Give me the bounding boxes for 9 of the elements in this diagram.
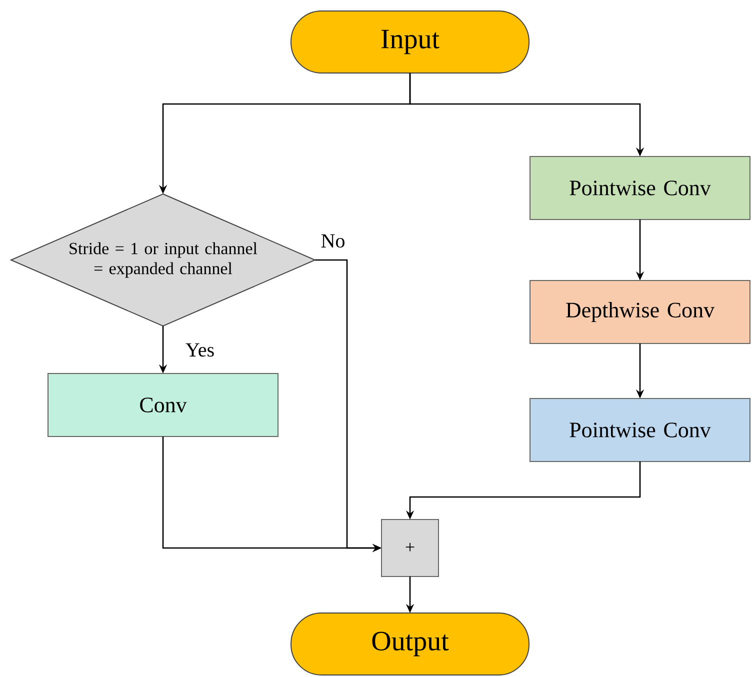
end-terminal: Output [290, 612, 530, 676]
edge-label: No [320, 233, 346, 249]
process-box: Conv [48, 373, 278, 437]
sum-box: + [381, 519, 439, 577]
start-terminal: Input [290, 10, 530, 74]
process-box: Pointwise Conv [530, 398, 750, 462]
process-box: Depthwise Conv [530, 280, 750, 344]
edge-label: Yes [184, 342, 216, 358]
process-box: Pointwise Conv [530, 156, 750, 220]
